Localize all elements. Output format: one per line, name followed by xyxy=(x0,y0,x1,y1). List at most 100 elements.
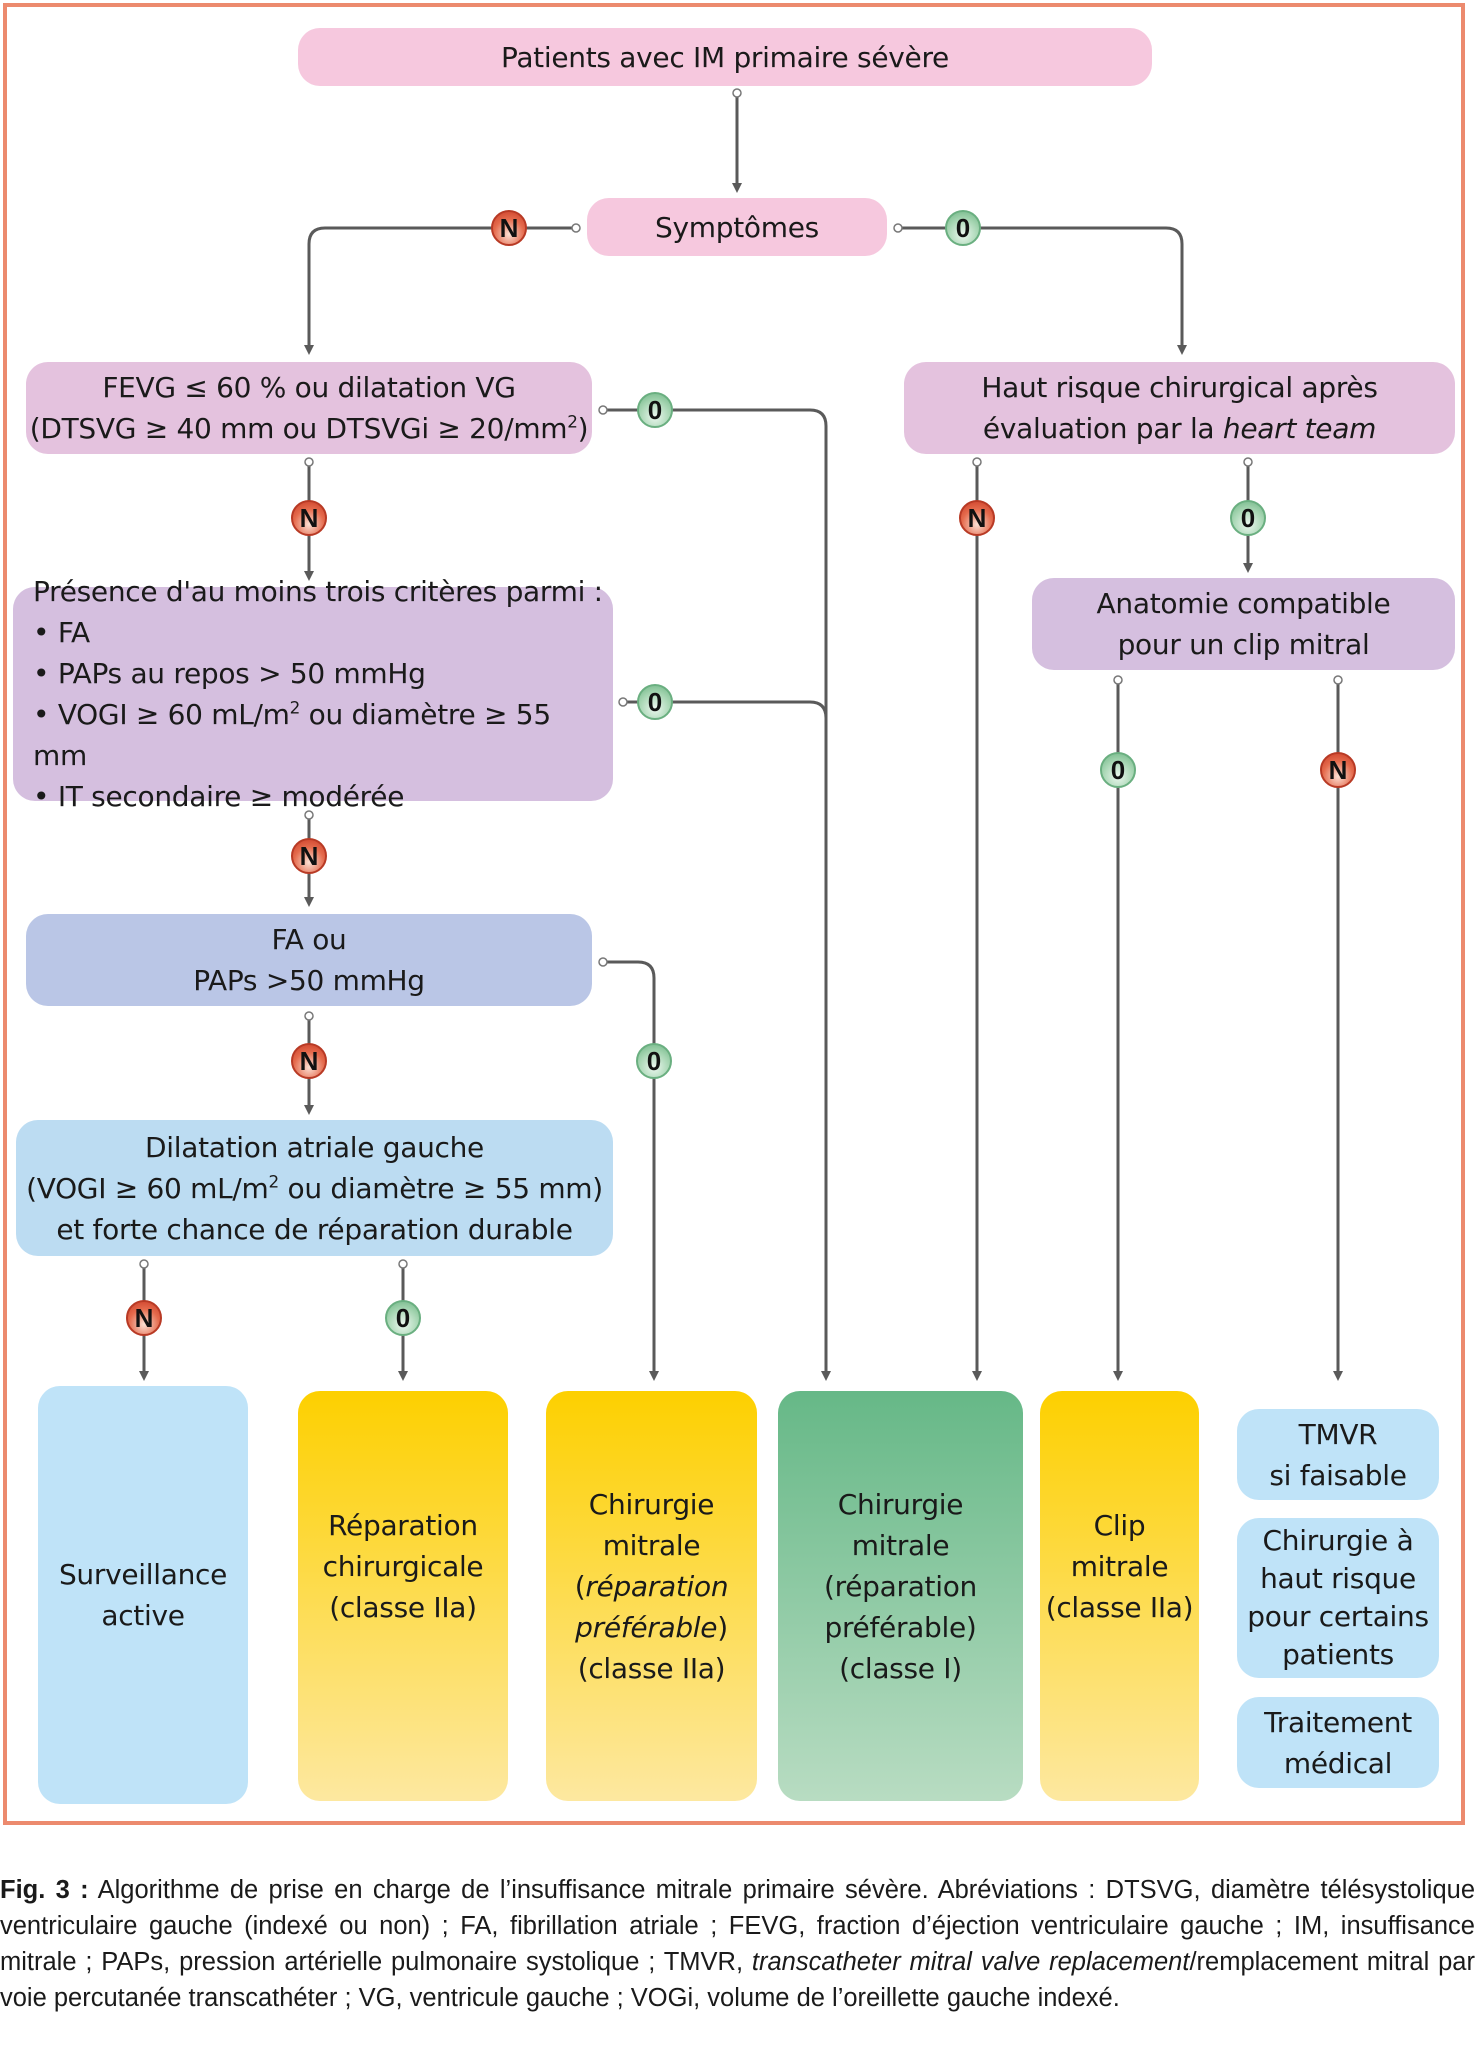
yes-badge: 0 xyxy=(636,1043,672,1079)
outcome-text: Chirurgie xyxy=(837,1487,964,1521)
outcome-text: (classe IIa) xyxy=(1045,1590,1194,1624)
connector-fapaps-yes xyxy=(603,960,659,1381)
fevg-sup: 2 xyxy=(567,411,578,432)
yes-badge: 0 xyxy=(1100,752,1136,788)
no-badge: N xyxy=(126,1300,162,1336)
outcome-reparation: Réparation chirurgicale (classe IIa) xyxy=(298,1391,508,1801)
caption-label: Fig. 3 : xyxy=(0,1876,89,1904)
outcome-text: mitrale xyxy=(1070,1549,1169,1583)
yes-badge: 0 xyxy=(945,210,981,246)
fa-paps-line1: FA ou xyxy=(271,923,347,956)
criteria-title: Présence d'au moins trois critères parmi… xyxy=(33,575,603,608)
dilatation-line3: et forte chance de réparation durable xyxy=(56,1212,573,1246)
yes-badge: 0 xyxy=(637,392,673,428)
italic-text: réparation xyxy=(585,1569,729,1603)
high-risk-node: Haut risque chirurgical après évaluation… xyxy=(904,362,1455,454)
outcome-surveillance: Surveillance active xyxy=(38,1386,248,1804)
outcome-text: Chirurgie à xyxy=(1262,1524,1414,1557)
anatomy-line1: Anatomie compatible xyxy=(1096,587,1391,620)
criteria-item: • VOGI ≥ 60 mL/m2 ou diamètre ≥ 55 mm xyxy=(33,694,613,776)
criteria-item: • FA xyxy=(33,616,90,649)
criteria-item: • IT secondaire ≥ modérée xyxy=(33,780,405,813)
yes-badge: 0 xyxy=(385,1300,421,1336)
high-risk-line1: Haut risque chirurgical après xyxy=(981,371,1378,404)
outcome-text: Clip xyxy=(1093,1508,1146,1542)
caption-text: Algorithme de prise en charge de l’insuf… xyxy=(0,1876,1475,1976)
high-risk-line2: évaluation par la heart team xyxy=(983,408,1376,449)
caption-italic: transcatheter mitral valve replacement xyxy=(751,1948,1190,1976)
fa-paps-line2: PAPs >50 mmHg xyxy=(193,964,425,997)
outcome-text: chirurgicale xyxy=(322,1549,484,1583)
caption-text-end: /remplacement mitral par voie percutanée… xyxy=(0,1948,1475,2012)
criteria-sup: 2 xyxy=(289,697,301,718)
outcome-text: Surveillance xyxy=(58,1558,228,1591)
outcome-text: haut risque xyxy=(1260,1562,1416,1595)
outcome-chirurgie-haut-risque: Chirurgie à haut risque pour certains pa… xyxy=(1237,1518,1439,1678)
outcome-text: préférable) xyxy=(824,1610,977,1644)
connector-symptoms-no xyxy=(304,226,575,355)
fevg-node: FEVG ≤ 60 % ou dilatation VG (DTSVG ≥ 40… xyxy=(26,362,592,454)
outcome-text: patients xyxy=(1282,1638,1394,1671)
italic-text: préférable xyxy=(575,1610,718,1644)
criteria-item3-text: • VOGI ≥ 60 mL/m xyxy=(33,698,290,731)
outcome-text: mitrale xyxy=(602,1528,701,1562)
fevg-line2-close: ) xyxy=(577,412,589,445)
outcome-text: mitrale xyxy=(851,1528,950,1562)
outcome-text: (classe IIa) xyxy=(577,1651,726,1685)
outcome-text: médical xyxy=(1283,1746,1393,1780)
fevg-line2: (DTSVG ≥ 40 mm ou DTSVGi ≥ 20/mm2) xyxy=(30,408,589,449)
outcome-chirurgie-iia: Chirurgie mitrale (réparation préférable… xyxy=(546,1391,757,1801)
no-badge: N xyxy=(1320,752,1356,788)
no-badge: N xyxy=(491,210,527,246)
no-badge: N xyxy=(959,500,995,536)
yes-badge: 0 xyxy=(637,684,673,720)
figure-caption: Fig. 3 : Algorithme de prise en charge d… xyxy=(0,1872,1475,2016)
outcome-text: Réparation xyxy=(328,1508,478,1542)
heart-team-text: heart team xyxy=(1222,412,1377,445)
connector-criteria-yes xyxy=(624,700,828,719)
anatomy-line2: pour un clip mitral xyxy=(1117,628,1370,661)
fevg-line2-text: (DTSVG ≥ 40 mm ou DTSVGi ≥ 20/mm xyxy=(29,412,568,445)
outcome-text: pour certains xyxy=(1247,1600,1429,1633)
yes-badge: 0 xyxy=(1230,500,1266,536)
dilatation-line2: (VOGI ≥ 60 mL/m2 ou diamètre ≥ 55 mm) xyxy=(26,1168,603,1209)
outcome-chirurgie-i: Chirurgie mitrale (réparation préférable… xyxy=(778,1391,1023,1801)
criteria-item: • PAPs au repos > 50 mmHg xyxy=(33,657,426,690)
dilatation-node: Dilatation atriale gauche (VOGI ≥ 60 mL/… xyxy=(16,1120,613,1256)
dilatation-line1: Dilatation atriale gauche xyxy=(145,1130,484,1164)
criteria-item3-post: ou diamètre ≥ 55 mm xyxy=(33,698,551,772)
start-node-label: Patients avec IM primaire sévère xyxy=(501,40,949,74)
outcome-text: Traitement xyxy=(1264,1705,1412,1739)
outcome-text: TMVR xyxy=(1298,1417,1378,1451)
outcome-text: (réparation xyxy=(824,1569,977,1603)
symptoms-label: Symptômes xyxy=(655,210,819,244)
no-badge: N xyxy=(291,838,327,874)
symptoms-node: Symptômes xyxy=(587,198,887,256)
start-node: Patients avec IM primaire sévère xyxy=(298,28,1152,86)
no-badge: N xyxy=(291,500,327,536)
paren-open: ( xyxy=(574,1569,586,1603)
dilatation-line2-text: (VOGI ≥ 60 mL/m xyxy=(26,1171,269,1205)
diagram-frame xyxy=(3,3,1465,1825)
outcome-text: (classe I) xyxy=(839,1651,962,1685)
paren-close: ) xyxy=(717,1610,728,1644)
outcome-text: active xyxy=(101,1599,185,1632)
fa-paps-node: FA ou PAPs >50 mmHg xyxy=(26,914,592,1006)
outcome-text: (réparation xyxy=(575,1566,729,1607)
connector-fevg-yes xyxy=(603,408,831,1381)
criteria-node: Présence d'au moins trois critères parmi… xyxy=(13,575,613,813)
outcome-text: (classe IIa) xyxy=(329,1590,477,1624)
outcome-tmvr: TMVR si faisable xyxy=(1237,1409,1439,1500)
outcome-text: Chirurgie xyxy=(588,1487,715,1521)
outcome-text: préférable) xyxy=(575,1607,728,1648)
dilatation-sup: 2 xyxy=(268,1171,280,1192)
dilatation-line2-post: ou diamètre ≥ 55 mm) xyxy=(278,1171,604,1205)
anatomy-node: Anatomie compatible pour un clip mitral xyxy=(1032,578,1455,670)
high-risk-line2-text: évaluation par la xyxy=(982,412,1223,445)
outcome-traitement: Traitement médical xyxy=(1237,1697,1439,1788)
fevg-line1: FEVG ≤ 60 % ou dilatation VG xyxy=(102,371,516,404)
connector-symptoms-yes xyxy=(898,226,1187,355)
outcome-clip: Clip mitrale (classe IIa) xyxy=(1040,1391,1199,1801)
outcome-text: si faisable xyxy=(1269,1458,1407,1492)
no-badge: N xyxy=(291,1043,327,1079)
